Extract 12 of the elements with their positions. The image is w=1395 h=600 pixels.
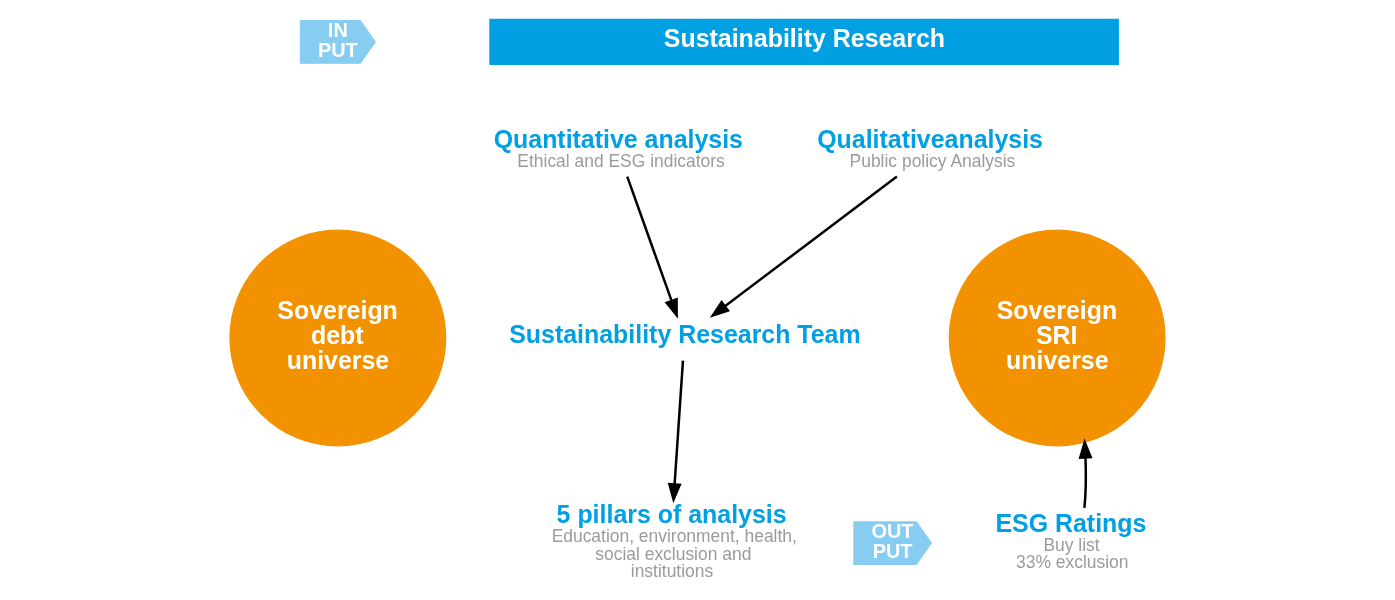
node-text: Sustainability Research Team [509, 320, 861, 349]
arrow [709, 175, 898, 318]
node-circle: Sovereign debt universe [229, 229, 447, 447]
node-text: 5 pillars of analysis Education, environment, health, social exclusion and institutions [551, 500, 797, 582]
node-box: Sustainability Research [489, 18, 1119, 65]
arrow [626, 176, 678, 319]
node-text: ESG Ratings Buy list 33% exclusion [995, 508, 1147, 573]
node-text: Quantitative analysis Ethical and ESG indicators [493, 124, 743, 171]
node-circle: Sovereign SRI universe [948, 229, 1166, 447]
node-text: Qualitativeanalysis Public policy Analysis [817, 124, 1043, 171]
arrow [1078, 438, 1093, 508]
arrow [667, 360, 685, 504]
